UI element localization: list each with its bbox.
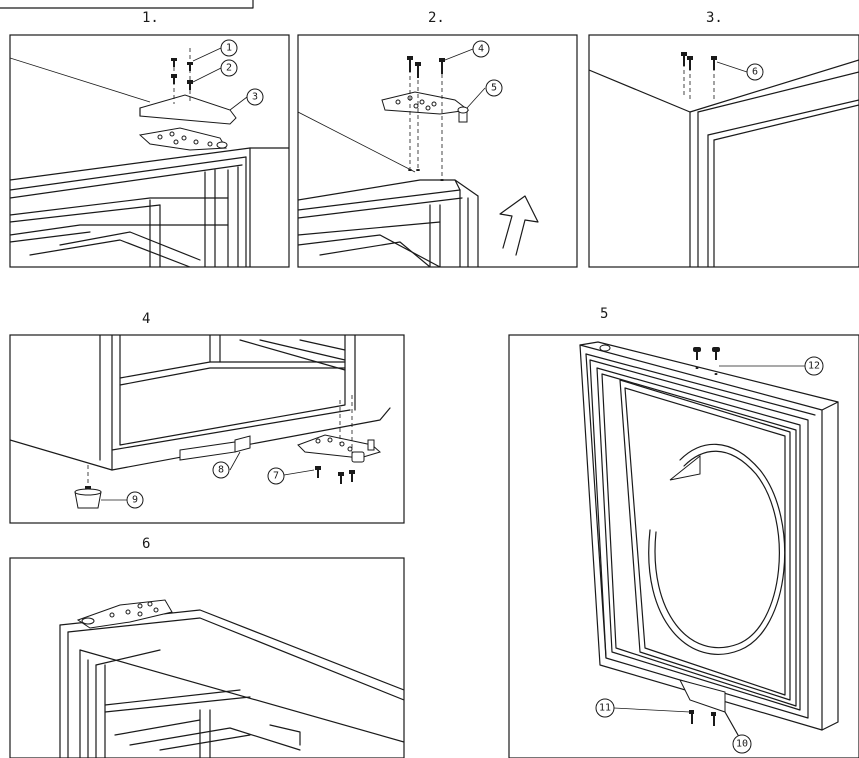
panel-1: 1 2 3 [9, 34, 290, 268]
callout-6 [746, 63, 764, 81]
panel-5: 12 11 10 [508, 334, 859, 758]
step-label-2: 2. [428, 10, 445, 26]
callout-10 [732, 734, 752, 754]
callout-4 [472, 40, 490, 58]
callout-8 [212, 461, 230, 479]
callout-9-label: 9 [132, 495, 138, 506]
callout-1-label: 1 [226, 43, 232, 54]
callout-11 [595, 698, 615, 718]
callout-7-label: 7 [273, 471, 279, 482]
callout-10-label: 10 [736, 739, 748, 750]
header-box [0, 0, 254, 9]
callout-7 [267, 467, 285, 485]
step-label-4: 4 [142, 311, 150, 327]
panel-3: 6 [588, 34, 859, 268]
panel-4: 8 7 9 [9, 334, 405, 524]
callout-2 [220, 59, 238, 77]
callout-6-label: 6 [752, 67, 758, 78]
callout-1 [220, 39, 238, 57]
step-label-1: 1. [142, 10, 159, 26]
callout-4-label: 4 [478, 44, 484, 55]
callout-11-label: 11 [599, 703, 611, 714]
step-label-3: 3. [706, 10, 723, 26]
callout-3-label: 3 [252, 92, 258, 103]
step-label-5: 5 [600, 306, 608, 322]
panel-6 [9, 557, 405, 758]
callout-9 [126, 491, 144, 509]
callout-12 [804, 356, 824, 376]
panel-2: 4 5 [297, 34, 578, 268]
callout-3 [246, 88, 264, 106]
callout-2-label: 2 [226, 63, 232, 74]
callout-5 [485, 79, 503, 97]
callout-12-label: 12 [808, 361, 820, 372]
callout-5-label: 5 [491, 83, 497, 94]
step-label-6: 6 [142, 536, 150, 552]
callout-8-label: 8 [218, 465, 224, 476]
